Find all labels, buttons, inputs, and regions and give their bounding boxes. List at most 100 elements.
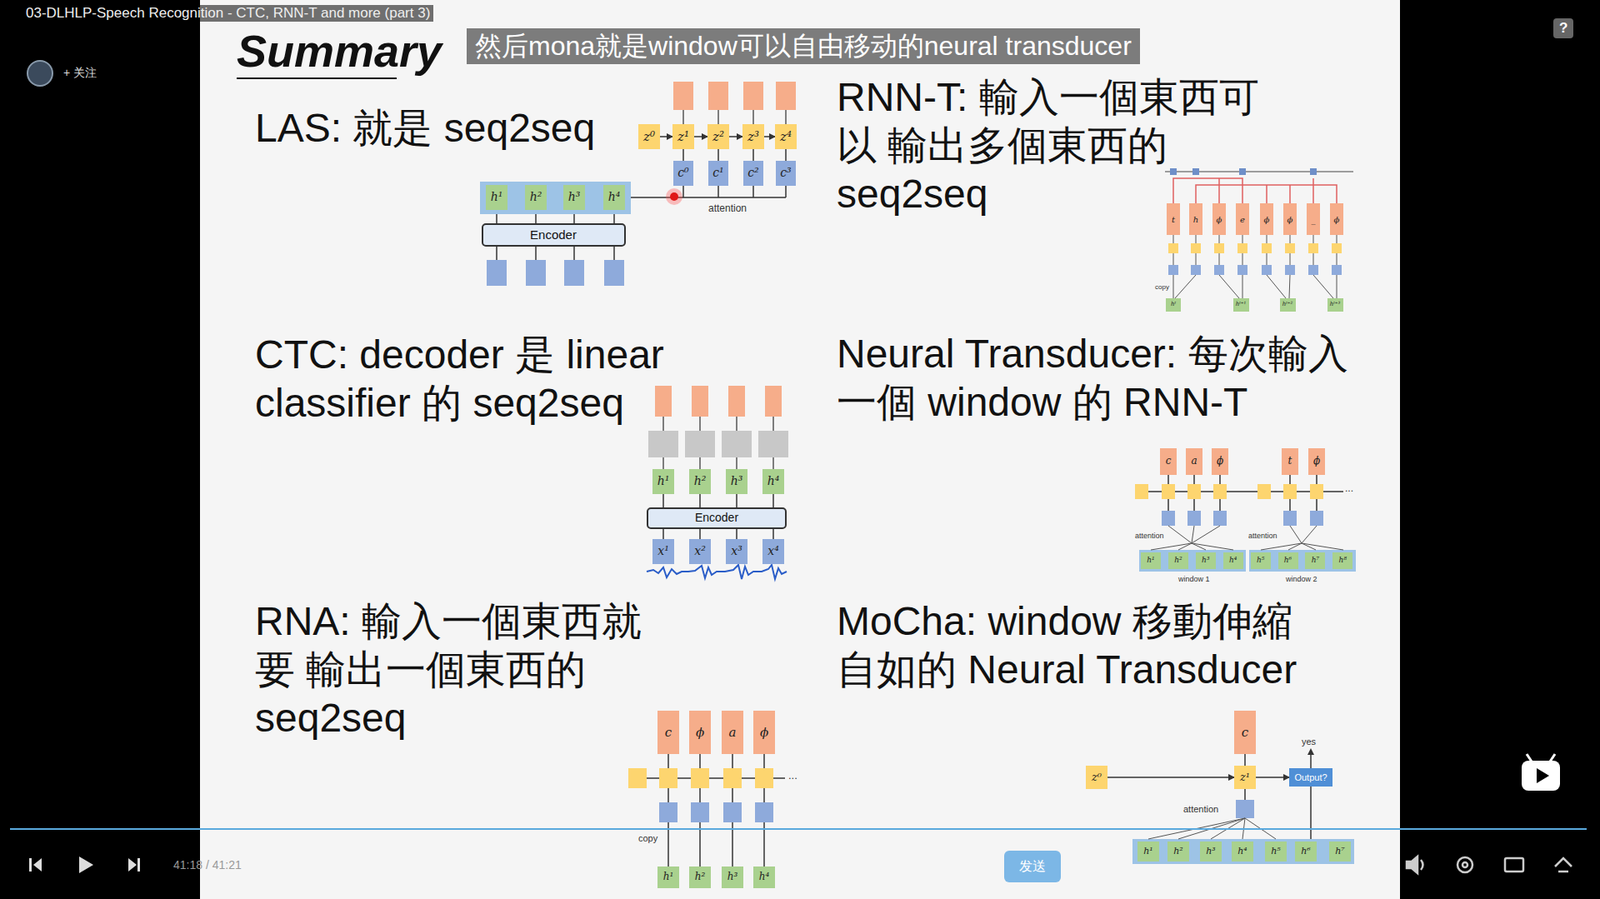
- node-text: h⁴: [1229, 556, 1237, 565]
- node-text: h⁸: [1339, 556, 1347, 565]
- output-box: e: [1235, 203, 1250, 235]
- hidden-box: h⁵: [1250, 552, 1271, 570]
- node-text: ϕ: [1313, 455, 1320, 467]
- hidden-box: h¹: [657, 866, 680, 889]
- encoder-box: Encoder: [481, 223, 626, 247]
- output-box: ϕ: [753, 710, 775, 755]
- output-box: ϕ: [1330, 203, 1344, 235]
- node-text: _: [1311, 215, 1316, 225]
- node-text: h⁴: [1237, 846, 1248, 857]
- node-text: c⁰: [677, 166, 689, 180]
- connector: [699, 494, 701, 508]
- node-text: x¹: [657, 545, 670, 558]
- output-box: ϕ: [1283, 203, 1297, 235]
- node-text: h¹: [1146, 556, 1155, 565]
- ellipsis: ...: [1345, 483, 1354, 495]
- hidden-box: h³: [1200, 841, 1222, 862]
- hidden-box: hᵗ: [1165, 298, 1181, 312]
- node-text: h³: [730, 475, 744, 488]
- node-text: z¹: [677, 130, 690, 145]
- vector-box: x⁴: [762, 539, 785, 565]
- hidden-box: h³: [725, 469, 748, 495]
- node-text: hᵗ⁺²: [1282, 301, 1294, 309]
- node-text: h⁷: [1311, 556, 1320, 565]
- vector-box: x³: [725, 539, 748, 565]
- connector: [735, 494, 738, 508]
- node-text: hᵗ: [1170, 301, 1176, 309]
- hidden-box: hᵗ⁺²: [1280, 298, 1296, 312]
- attention-label: attention: [1183, 804, 1219, 815]
- node-text: a: [729, 725, 737, 740]
- connector: [772, 494, 775, 508]
- vector-box: c³: [775, 160, 796, 186]
- connector: [735, 529, 738, 540]
- hidden-box: h⁴: [603, 185, 625, 210]
- connector: [682, 149, 685, 161]
- copy-label: copy: [1155, 283, 1170, 291]
- output-box: ϕ: [1212, 203, 1226, 235]
- vector-box: c⁰: [673, 160, 694, 186]
- node-text: z⁴: [780, 130, 792, 145]
- hidden-box: h⁵: [1265, 841, 1287, 862]
- node-text: hᵗ⁺¹: [1235, 301, 1247, 309]
- hidden-box: h²: [1168, 552, 1189, 570]
- hidden-box: h⁴: [753, 866, 775, 889]
- node-text: hᵗ⁺³: [1330, 301, 1341, 309]
- node-text: 发送: [1019, 859, 1046, 875]
- node-text: h⁵: [1270, 846, 1281, 857]
- send-button: 发送: [1004, 850, 1061, 883]
- summary-heading: MoCha: window 移動伸縮 自如的 Neural Transducer: [836, 597, 1308, 695]
- connector: [694, 135, 708, 138]
- help-icon: ?: [1559, 20, 1568, 37]
- hidden-box: h⁴: [762, 469, 785, 495]
- hidden-box: h³: [563, 185, 585, 210]
- output-box: t: [1281, 448, 1299, 475]
- connector: [717, 149, 720, 161]
- node-text: c: [665, 725, 672, 740]
- node-text: h²: [695, 871, 706, 883]
- window-label: window 1: [1178, 575, 1210, 584]
- hidden-box: h⁴: [1223, 552, 1244, 570]
- connector: [1255, 776, 1290, 779]
- node-text: c³: [780, 166, 791, 180]
- summary-heading: Neural Transducer: 每次輸入 一個 window 的 RNN-…: [836, 330, 1370, 427]
- summary-heading: RNA: 輸入一個東西就要 輸出一個東西的 seq2seq: [255, 597, 672, 743]
- summary-heading: RNN-T: 輸入一個東西可以 輸出多個東西的 seq2seq: [836, 73, 1275, 219]
- hidden-box: hᵗ⁺³: [1327, 298, 1344, 312]
- node-text: h: [1193, 215, 1199, 225]
- node-text: h³: [568, 190, 581, 204]
- encoder-box: Encoder: [646, 507, 787, 530]
- node-text: h¹: [1143, 846, 1154, 857]
- hidden-box: h⁶: [1295, 841, 1317, 862]
- subtitle: 然后mona就是window可以自由移动的neural transducer: [466, 28, 1140, 65]
- node-text: h⁴: [608, 190, 621, 204]
- node-text: h³: [1201, 556, 1210, 565]
- connector: [1107, 776, 1235, 779]
- hidden-box: h²: [1167, 841, 1190, 862]
- follow-button: + 关注: [63, 65, 97, 80]
- output-box: ϕ: [689, 710, 711, 755]
- node-text: t: [1288, 455, 1293, 467]
- connector: [662, 529, 665, 540]
- hidden-box: h¹: [1140, 552, 1161, 570]
- connector: [699, 529, 701, 540]
- node-text: c²: [747, 166, 759, 180]
- connector: [772, 529, 775, 540]
- connector: [764, 135, 775, 138]
- node-text: h²: [530, 190, 543, 204]
- hidden-box: h¹: [1137, 841, 1160, 862]
- state-box: z⁰: [1085, 765, 1108, 790]
- attention-label: attention: [1248, 531, 1278, 540]
- connector: [752, 149, 755, 161]
- node-text: h³: [727, 871, 739, 883]
- node-text: Output?: [1294, 772, 1327, 783]
- hidden-box: h³: [1195, 552, 1216, 570]
- node-text: z⁰: [643, 130, 655, 145]
- node-text: h³: [1205, 846, 1216, 857]
- node-text: h⁶: [1300, 846, 1311, 857]
- hidden-box: h²: [525, 185, 547, 210]
- node-text: h²: [1173, 846, 1184, 857]
- output-box: c: [1234, 710, 1256, 755]
- hidden-box: h²: [689, 469, 711, 495]
- node-text: h⁴: [767, 475, 780, 488]
